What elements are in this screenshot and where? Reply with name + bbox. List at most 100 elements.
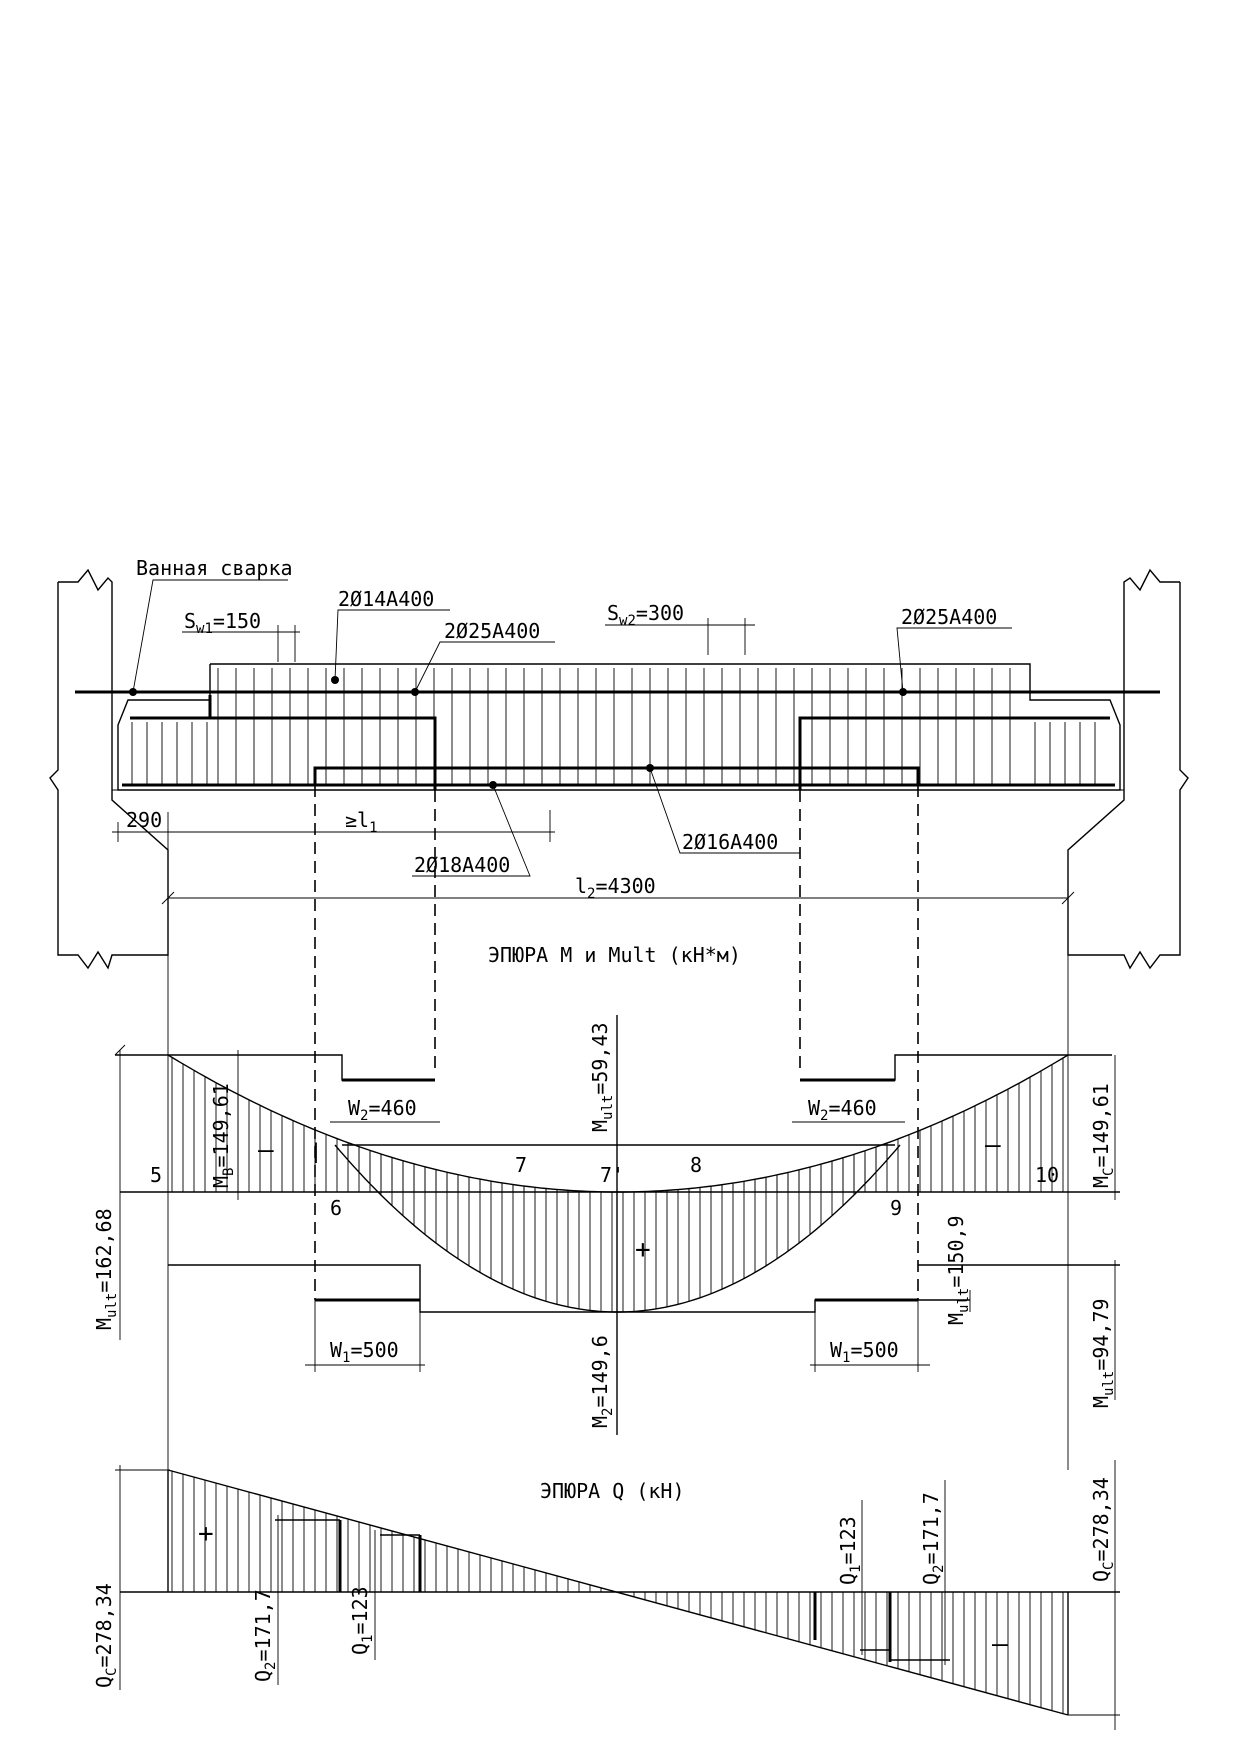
shear-plus-sign: + xyxy=(198,1519,214,1549)
mult-bottom-steps xyxy=(168,1264,970,1313)
q1-left-sub: 1 xyxy=(360,1635,376,1643)
point-5: 5 xyxy=(150,1163,162,1187)
m2-label: M2=149,6 xyxy=(588,1335,616,1428)
mult-162-tick xyxy=(114,1044,126,1056)
point-7-prime: 7' xyxy=(600,1163,624,1187)
q2-right-value: =171,7 xyxy=(919,1492,943,1564)
point-7: 7 xyxy=(515,1153,527,1177)
mult-mid-right-sub: ult xyxy=(956,1288,972,1313)
q2-left-sub: 2 xyxy=(263,1662,279,1670)
w2-right-label: W2=460 xyxy=(808,1096,877,1124)
qc-left-value: =278,34 xyxy=(92,1583,116,1667)
qc-left-label: QC=278,34 xyxy=(92,1583,120,1688)
w2-right-sub: 2 xyxy=(820,1108,828,1124)
q2-left-value: =171,7 xyxy=(251,1589,275,1661)
bar-2d25-right xyxy=(798,716,1030,790)
bar-2d16 xyxy=(313,766,920,785)
shear-diagram: ЭПЮРА Q (кН) QC=278,34 QC=278,34 Q2=1 xyxy=(92,1460,1120,1730)
dim-l2-sub: 2 xyxy=(587,886,595,902)
mult-right-sub: ult xyxy=(1101,1371,1117,1396)
w2-right-value: =460 xyxy=(828,1096,876,1120)
mc-label: MC=149,61 xyxy=(1089,1083,1117,1188)
qc-right-sub: C xyxy=(1101,1562,1117,1570)
moment-diagram-title: ЭПЮРА М и Mult (кН*м) xyxy=(488,943,741,967)
beam-elevation: Ванная сварка 2Ø14А400 2Ø25А400 2Ø25А400… xyxy=(49,556,1189,970)
w1-right-value: =500 xyxy=(850,1338,898,1362)
shear-line xyxy=(167,1469,1069,1716)
sw2-value: =300 xyxy=(636,601,684,625)
w2-left-letter: W xyxy=(348,1096,361,1120)
dim-l1-label: ≥l1 xyxy=(345,808,378,836)
mult-right-letter: M xyxy=(1089,1396,1113,1408)
w2-left-sub: 2 xyxy=(360,1108,368,1124)
moment-minus-small: | xyxy=(310,1139,322,1163)
mb-letter: M xyxy=(209,1176,233,1188)
qc-left-sub: C xyxy=(104,1668,120,1676)
mult-left-label: Mult=162,68 xyxy=(92,1208,120,1330)
weld-label: Ванная сварка xyxy=(136,556,293,580)
bar-2d18-leader xyxy=(412,784,531,877)
dim-l1-text: ≥l xyxy=(345,808,369,832)
right-support xyxy=(1067,568,1189,970)
mult-mid-right-label: Mult=150,9 xyxy=(944,1215,972,1325)
w2-left-value: =460 xyxy=(368,1096,416,1120)
sw1-label: Sw1=150 xyxy=(184,609,261,637)
w1-right-letter: W xyxy=(830,1338,843,1362)
w1-right-label: W1=500 xyxy=(830,1338,899,1366)
mb-value: =149,61 xyxy=(209,1083,233,1167)
negative-moment-curve xyxy=(167,1054,1069,1193)
q2-right-label: Q2=171,7 xyxy=(919,1492,947,1585)
q1-right-value: =123 xyxy=(836,1516,860,1564)
qc-right-letter: Q xyxy=(1089,1570,1113,1582)
q1-left-label: Q1=123 xyxy=(348,1586,376,1655)
point-8: 8 xyxy=(690,1153,702,1177)
moment-minus-right: – xyxy=(985,1130,1001,1160)
qc-left-letter: Q xyxy=(92,1676,116,1688)
bar-2d14-leader xyxy=(334,609,450,681)
w2-left-label: W2=460 xyxy=(348,1096,417,1124)
bar-2d16-leader xyxy=(649,767,800,854)
w1-right-sub: 1 xyxy=(842,1350,850,1366)
point-10: 10 xyxy=(1035,1163,1059,1187)
mc-letter: M xyxy=(1089,1176,1113,1188)
w1-left-value: =500 xyxy=(350,1338,398,1362)
mult-top-label: Mult=59,43 xyxy=(588,1022,616,1132)
q1-right-label: Q1=123 xyxy=(836,1516,864,1585)
left-support xyxy=(49,568,169,970)
shear-diagram-title: ЭПЮРА Q (кН) xyxy=(540,1479,685,1503)
q1-right-letter: Q xyxy=(836,1573,860,1585)
mult-top-sub: ult xyxy=(600,1095,616,1120)
stirrups xyxy=(131,668,1096,786)
mc-sub: C xyxy=(1101,1168,1117,1176)
mult-top-left-step xyxy=(115,1054,435,1081)
w1-left-label: W1=500 xyxy=(330,1338,399,1366)
sw1-letter: S xyxy=(184,609,196,633)
mult-top-value: =59,43 xyxy=(588,1022,612,1094)
bar-2d25-left-leader xyxy=(414,641,555,693)
q1-left-letter: Q xyxy=(348,1643,372,1655)
mult-right-value: =94,79 xyxy=(1089,1298,1113,1370)
mult-top-right-step xyxy=(800,1054,1112,1081)
bar-2d16-label: 2Ø16А400 xyxy=(682,830,778,854)
w2-right-letter: W xyxy=(808,1096,821,1120)
qc-right-value: =278,34 xyxy=(1089,1477,1113,1561)
q2-right-letter: Q xyxy=(919,1573,943,1585)
bar-2d14-label: 2Ø14А400 xyxy=(338,587,434,611)
m2-sub: 2 xyxy=(600,1408,616,1416)
mult-left-sub: ult xyxy=(104,1293,120,1318)
dim-l2-letter: l xyxy=(575,874,587,898)
dim-l2-value: =4300 xyxy=(595,874,655,898)
bar-2d18-label: 2Ø18А400 xyxy=(414,853,510,877)
q2-right-sub: 2 xyxy=(931,1565,947,1573)
dim-l2-label: l2=4300 xyxy=(575,874,656,902)
sw2-letter: S xyxy=(607,601,619,625)
shear-hatch xyxy=(171,1471,1064,1714)
sw2-label: Sw2=300 xyxy=(607,601,684,629)
w1-left-sub: 1 xyxy=(342,1350,350,1366)
dim-l1-sub: 1 xyxy=(369,820,377,836)
mult-mid-right-letter: M xyxy=(944,1313,968,1325)
moment-diagram: ЭПЮРА М и Mult (кН*м) xyxy=(92,943,1120,1435)
q1-left-value: =123 xyxy=(348,1586,372,1634)
m2-letter: M xyxy=(588,1416,612,1428)
